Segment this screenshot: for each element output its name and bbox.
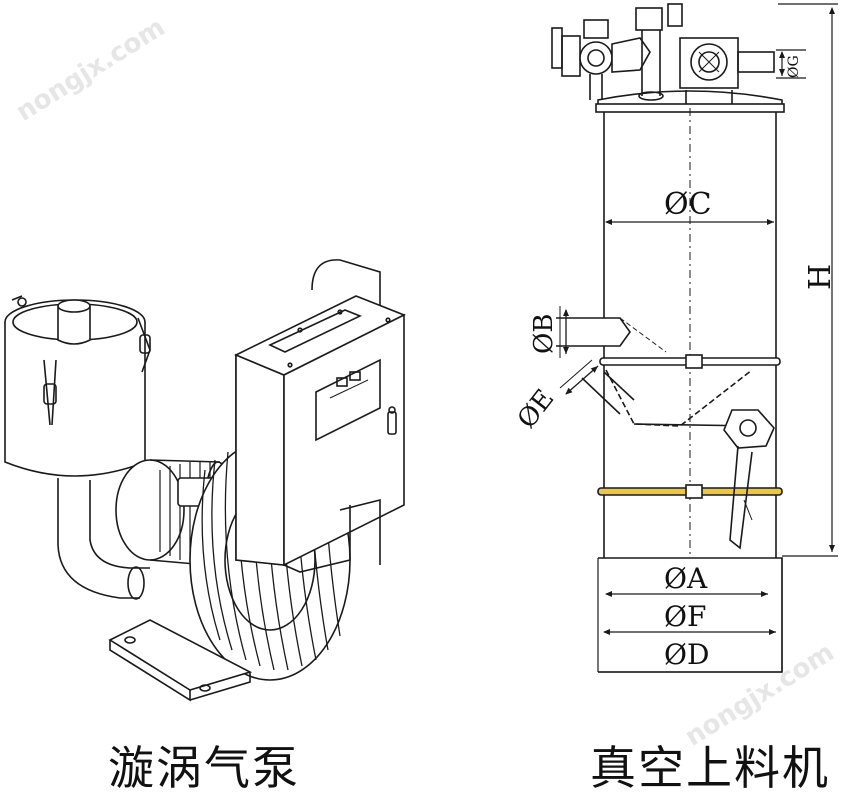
- label-dim-h: H: [803, 264, 838, 290]
- dimension-lines: [597, 3, 838, 673]
- control-cabinet: [234, 259, 406, 573]
- label-dim-b: ØB: [529, 314, 559, 354]
- label-dim-d: ØD: [664, 638, 709, 671]
- vortex-pump-drawing: [4, 259, 406, 702]
- base-plate: [108, 619, 253, 702]
- top-assembly: [551, 3, 785, 113]
- caption-vacuum-loader: 真空上料机: [590, 741, 830, 795]
- caption-vortex-pump: 漩涡气泵: [108, 741, 300, 795]
- label-dim-f: ØF: [664, 600, 706, 633]
- barrel: [556, 108, 783, 673]
- connecting-pipe: [57, 478, 150, 600]
- label-dim-a: ØA: [664, 562, 708, 595]
- label-dim-c: ØC: [664, 187, 712, 222]
- label-dim-g: ØG: [786, 55, 802, 78]
- vacuum-loader-drawing: [551, 3, 838, 673]
- filter-canister: [4, 295, 151, 477]
- label-dim-e: ØE: [512, 384, 560, 434]
